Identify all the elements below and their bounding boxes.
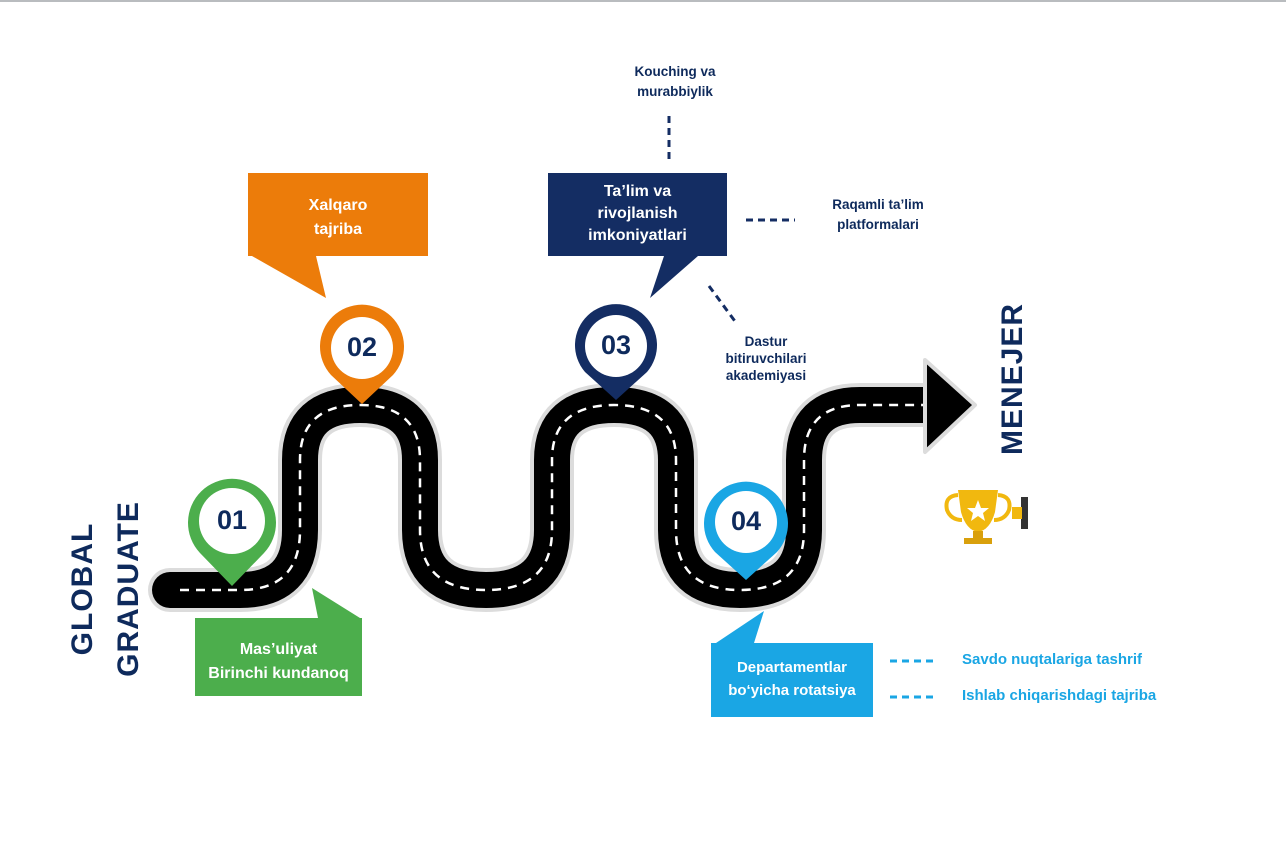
note-coaching-line-1: Kouching va (634, 64, 716, 79)
start-label-graduate: GRADUATE (112, 501, 145, 677)
note-alumni-academy: Dastur bitiruvchilari akademiyasi (706, 333, 826, 384)
step-04-line-1: Departamentlar (736, 659, 848, 676)
pin-02 (320, 304, 405, 404)
step-01-line-1: Mas’uliyat (239, 641, 318, 658)
step-01-text: Mas’uliyat Birinchi kundanoq (195, 638, 362, 686)
pin-03 (575, 304, 657, 400)
start-label-global: GLOBAL (66, 522, 99, 656)
step-02-text: Xalqaro tajriba (248, 194, 428, 242)
step-02-line-1: Xalqaro (308, 197, 368, 214)
step-03-text: Ta’lim va rivojlanish imkoniyatlari (548, 181, 727, 247)
note-alumni-line-2: bitiruvchilari (725, 351, 807, 366)
connector-bottom (707, 285, 739, 325)
pin-number-02: 02 (346, 332, 378, 362)
step-03-line-2: rivojlanish (597, 205, 678, 222)
note-production-experience: Ishlab chiqarishdagi tajriba (962, 687, 1157, 704)
step-02-line-2: tajriba (313, 221, 362, 238)
note-digital-line-1: Raqamli ta’lim (832, 197, 924, 212)
step-04-text: Departamentlar bo‘yicha rotatsiya (711, 656, 873, 702)
note-digital-line-2: platformalari (837, 217, 919, 232)
end-label: MENEJER (996, 302, 1029, 456)
pin-04 (704, 481, 789, 580)
note-coaching: Kouching va murabbiylik (600, 62, 750, 102)
step-01-line-2: Birinchi kundanoq (208, 665, 349, 682)
pin-number-03: 03 (600, 330, 632, 360)
note-alumni-line-3: akademiyasi (725, 368, 807, 383)
callout-box-03 (548, 173, 727, 298)
step-03-line-3: imkoniyatlari (588, 227, 687, 244)
road (148, 358, 977, 613)
note-digital-platforms: Raqamli ta’lim platformalari (803, 195, 953, 235)
pin-number-01: 01 (216, 505, 248, 535)
callout-box-04 (711, 611, 873, 717)
step-03-line-1: Ta’lim va (603, 183, 672, 200)
callout-box-02 (248, 173, 428, 298)
pin-01 (187, 478, 276, 586)
note-alumni-line-1: Dastur (744, 334, 788, 349)
step-04-line-2: bo‘yicha rotatsiya (728, 682, 856, 699)
note-store-visits: Savdo nuqtalariga tashrif (962, 651, 1143, 668)
top-border (0, 0, 1286, 2)
callout-box-01 (195, 588, 362, 696)
trophy-icon (944, 490, 1028, 544)
pin-number-04: 04 (730, 506, 762, 536)
road-arrow-head (923, 358, 977, 454)
note-coaching-line-2: murabbiylik (637, 84, 713, 99)
